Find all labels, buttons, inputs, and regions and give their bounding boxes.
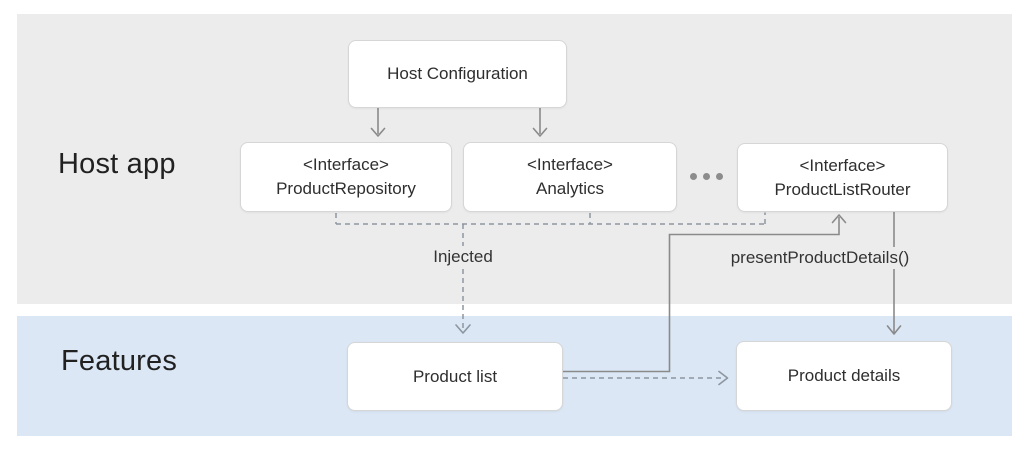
node-stereotype: <Interface> xyxy=(799,155,886,175)
node-product-repository: <Interface> ProductRepository xyxy=(240,142,452,212)
node-host-configuration: Host Configuration xyxy=(348,40,567,108)
node-label: Product list xyxy=(412,366,498,386)
node-label: Host Configuration xyxy=(387,64,528,83)
arrowhead-down-icon xyxy=(370,127,386,137)
node-label: ProductRepository xyxy=(276,179,416,198)
ellipsis-dot xyxy=(703,173,710,180)
node-stereotype: <Interface> xyxy=(526,155,613,174)
injected-edge-label: Injected xyxy=(426,246,500,268)
node-label: Product details xyxy=(787,366,901,385)
host-app-section-label: Host app xyxy=(58,148,176,180)
node-analytics: <Interface> Analytics xyxy=(463,142,677,212)
arrowhead-up-icon xyxy=(831,214,847,224)
ellipsis-dot xyxy=(716,173,723,180)
ellipsis-dot xyxy=(690,173,697,180)
ellipsis-icon xyxy=(690,173,723,180)
arrowhead-down-icon xyxy=(455,324,471,334)
arrowhead-down-icon xyxy=(886,325,902,335)
node-product-list-router: <Interface> ProductListRouter xyxy=(737,143,948,212)
node-stereotype: <Interface> xyxy=(302,155,389,174)
present-product-details-edge-label: presentProductDetails() xyxy=(723,247,917,269)
node-product-list: Product list xyxy=(347,342,563,411)
features-section-label: Features xyxy=(61,345,178,377)
node-label: Analytics xyxy=(535,179,605,198)
edge-productlist-to-router xyxy=(563,217,840,373)
node-label: ProductListRouter xyxy=(774,179,911,199)
node-product-details: Product details xyxy=(736,341,952,411)
arrowhead-down-icon xyxy=(532,127,548,137)
arrowhead-right-icon xyxy=(718,370,729,386)
